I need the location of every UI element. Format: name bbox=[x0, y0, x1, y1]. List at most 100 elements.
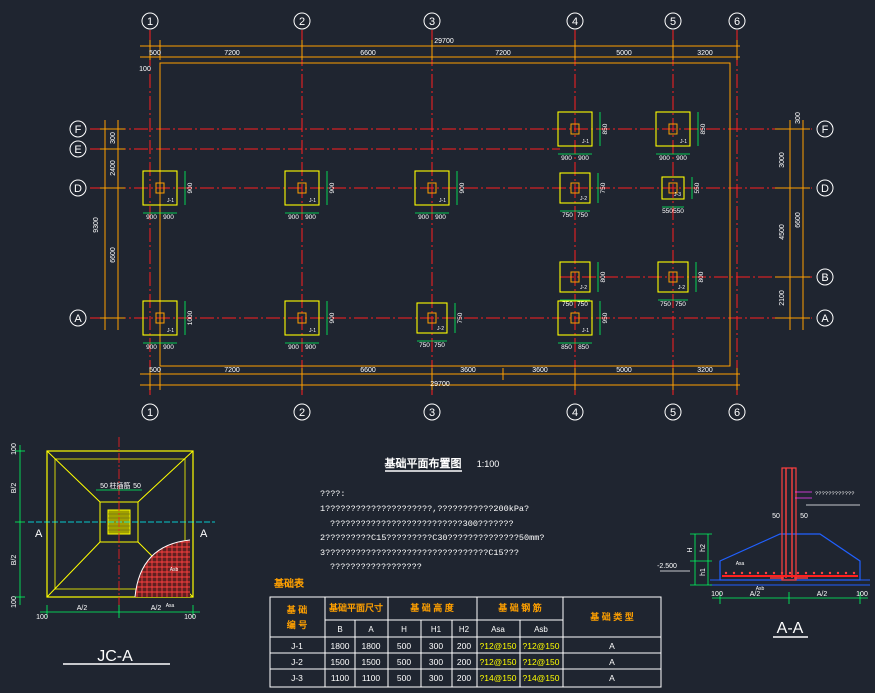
th-sub: B bbox=[337, 625, 342, 634]
footing-tag: J-2 bbox=[678, 285, 685, 291]
footing-dim: 800 bbox=[600, 271, 607, 282]
total-width: 29700 bbox=[430, 381, 450, 388]
notes-line: 2?????????C15?????????C30??????????????5… bbox=[320, 533, 544, 543]
level-mark: -2.500 bbox=[657, 563, 677, 570]
table-cell: 300 bbox=[429, 657, 443, 667]
footing-dim: 950 bbox=[602, 312, 609, 323]
axis-bubbles bbox=[69, 12, 834, 421]
dim-text: 5000 bbox=[616, 50, 632, 57]
detail-jc-a: A A B/2 B/2 100 100 A/2 A/2 100 100 50 5… bbox=[11, 437, 215, 665]
footing-tag: J-1 bbox=[582, 328, 589, 334]
footing-tag: J-2 bbox=[437, 326, 444, 332]
dim-100: 100 bbox=[711, 591, 723, 598]
footing-dim: 900 bbox=[561, 155, 572, 162]
table-cell: A bbox=[609, 641, 615, 651]
asb-label: Asb bbox=[170, 567, 179, 573]
footing-dim: 900 bbox=[305, 214, 316, 221]
table-cell: 1100 bbox=[331, 673, 350, 683]
footing-dim: 750 bbox=[419, 342, 430, 349]
table-cell: 500 bbox=[397, 657, 411, 667]
footing-dim: 550 bbox=[673, 208, 684, 215]
table-cell: J-2 bbox=[291, 657, 303, 667]
column-label: 柱插筋 bbox=[110, 481, 131, 490]
table-cell: ?12@150 bbox=[480, 641, 517, 651]
dim-50: 50 bbox=[772, 513, 780, 520]
axis-grid bbox=[90, 30, 812, 395]
axis-label: F bbox=[822, 124, 829, 136]
footing-dim: 900 bbox=[288, 344, 299, 351]
table-cell: 300 bbox=[429, 641, 443, 651]
table-cell: ?14@150 bbox=[480, 673, 517, 683]
table-cell: ?14@150 bbox=[523, 673, 560, 683]
footing-dim: 850 bbox=[561, 344, 572, 351]
th-type: 基 础 类 型 bbox=[589, 611, 634, 622]
dim-text: 3600 bbox=[460, 367, 476, 374]
footing-dim: 750 bbox=[434, 342, 445, 349]
axis-label: F bbox=[75, 124, 82, 136]
table-cell: 500 bbox=[397, 641, 411, 651]
table-cell: ?12@150 bbox=[480, 657, 517, 667]
table-cell: ?12@150 bbox=[523, 641, 560, 651]
footing-dim: 850 bbox=[578, 344, 589, 351]
notes-line: 1?????????????????????,???????????200kPa… bbox=[320, 504, 529, 514]
dim-100: 100 bbox=[184, 614, 196, 621]
table-cell: 200 bbox=[457, 673, 471, 683]
table-cell: 1500 bbox=[362, 657, 381, 667]
footing-dim: 900 bbox=[578, 155, 589, 162]
dim-text: 2400 bbox=[110, 160, 117, 176]
detail-a-a: ???????????? H h1 h2 -2.500 100 A/2 A/2 … bbox=[657, 467, 870, 638]
th-code-1: 基 础 bbox=[286, 604, 308, 615]
dim-text: 6600 bbox=[360, 50, 376, 57]
table-cell: A bbox=[609, 657, 615, 667]
footing-tag: J-1 bbox=[680, 139, 687, 145]
footing-dim: 900 bbox=[676, 155, 687, 162]
footing-dim: 900 bbox=[329, 182, 336, 193]
dim-100: 100 bbox=[11, 596, 18, 608]
table-cell: J-3 bbox=[291, 673, 303, 683]
section-mark: A bbox=[35, 528, 43, 540]
th-sub: H1 bbox=[431, 625, 442, 634]
notes-header: ????: bbox=[320, 489, 346, 499]
footing-tag: J-1 bbox=[309, 198, 316, 204]
detail-title: A-A bbox=[777, 620, 804, 637]
footing-dim: 900 bbox=[146, 344, 157, 351]
axis-label: B bbox=[821, 272, 828, 284]
dim-a2: A/2 bbox=[750, 591, 761, 598]
dim-text: 3200 bbox=[697, 367, 713, 374]
th-plan: 基础平面尺寸 bbox=[328, 602, 383, 613]
total-width: 29700 bbox=[434, 38, 454, 45]
axis-label: 1 bbox=[147, 407, 153, 419]
table-cell: 1500 bbox=[331, 657, 350, 667]
section-mark: A bbox=[200, 528, 208, 540]
footing-dim: 900 bbox=[288, 214, 299, 221]
axis-label: E bbox=[74, 144, 81, 156]
dim-text: 500 bbox=[149, 50, 161, 57]
h-label: h1 bbox=[700, 568, 707, 576]
dim-b2: B/2 bbox=[11, 483, 18, 494]
footing-tag: J-2 bbox=[580, 196, 587, 202]
aa-note: ???????????? bbox=[815, 490, 855, 497]
footing-dim: 1000 bbox=[187, 310, 194, 325]
dim-text: 100 bbox=[139, 66, 151, 73]
footing-tag: J-1 bbox=[167, 328, 174, 334]
rebar-mesh bbox=[135, 540, 190, 597]
dim-100: 100 bbox=[856, 591, 868, 598]
footing-tag: J-1 bbox=[167, 198, 174, 204]
th-sub: Asb bbox=[534, 625, 548, 634]
dim-100: 100 bbox=[11, 443, 18, 455]
axis-label: 5 bbox=[670, 16, 676, 28]
footing-dim: 900 bbox=[163, 214, 174, 221]
axis-label: 4 bbox=[572, 16, 578, 28]
table-cell: 300 bbox=[429, 673, 443, 683]
footing-dim: 900 bbox=[187, 182, 194, 193]
footing-tag: J-3 bbox=[674, 192, 681, 198]
dim-50: 50 bbox=[133, 483, 141, 490]
th-sub: Asa bbox=[491, 625, 505, 634]
